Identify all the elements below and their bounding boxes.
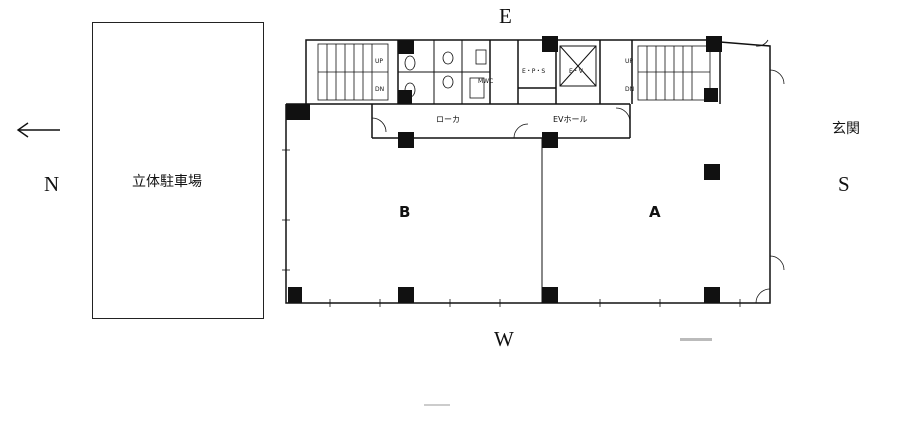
room-a-label: A xyxy=(649,203,661,221)
arrow-left-icon xyxy=(16,122,60,138)
stairs-up-left: UP xyxy=(375,58,384,65)
ev-label: E・V xyxy=(569,68,583,75)
stairs-dn-right: DN xyxy=(625,86,635,93)
entrance-label: 玄関 xyxy=(832,121,860,137)
compass-west: W xyxy=(494,327,514,351)
footer-mark xyxy=(424,404,450,406)
corridor-label: ローカ xyxy=(436,115,460,124)
room-b-label: B xyxy=(399,203,411,221)
compass-north: N xyxy=(44,172,60,196)
ev-hall-label: EVホール xyxy=(553,115,588,124)
eps-label: E・P・S xyxy=(522,68,546,75)
compass-east: E xyxy=(499,4,512,28)
compass-south: S xyxy=(838,172,850,196)
stairs-dn-left: DN xyxy=(375,86,385,93)
scale-mark xyxy=(680,338,712,341)
stairs-up-right: UP xyxy=(625,58,634,65)
mwc-label: MWC xyxy=(478,78,494,85)
parking-structure xyxy=(92,22,264,319)
parking-label: 立体駐車場 xyxy=(132,174,202,190)
